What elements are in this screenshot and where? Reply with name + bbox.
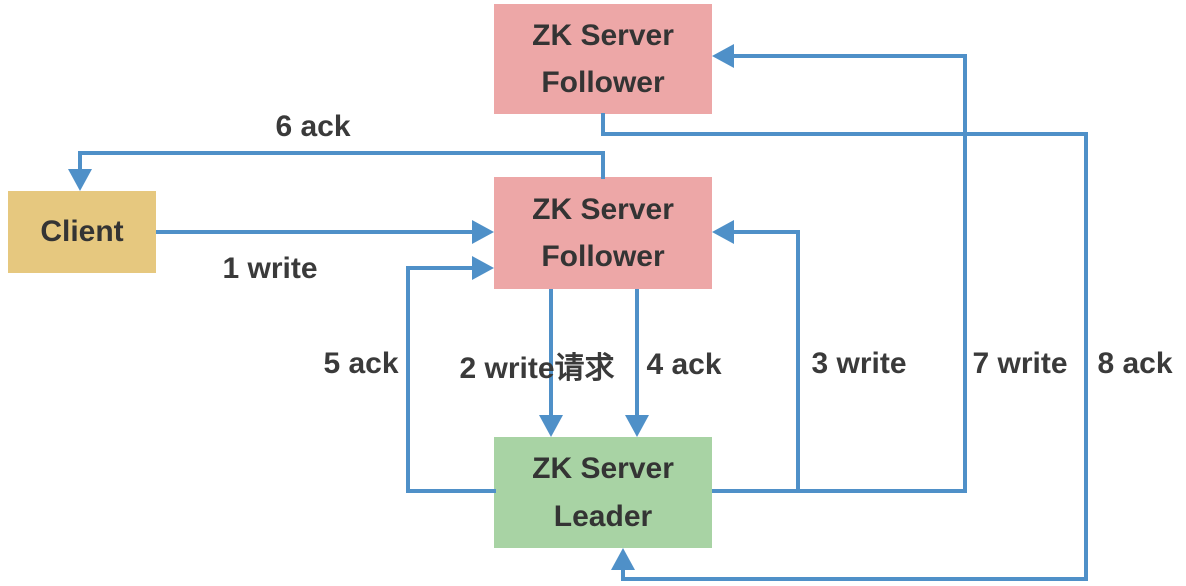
node-label-line2: Follower — [541, 240, 665, 273]
edge-8-ack-vline-right — [1084, 132, 1088, 581]
edge-5-ack-arrowhead — [472, 256, 494, 280]
node-client: Client — [8, 191, 156, 273]
edge-8-ack-vline-end — [621, 566, 625, 579]
edge-label-3-write: 3 write — [811, 347, 907, 380]
edge-label-7-write: 7 write — [972, 347, 1068, 380]
edge-1-write-arrowhead — [472, 220, 494, 244]
edge-2-write-request-arrowhead — [539, 415, 563, 437]
edge-6-ack-hline — [78, 151, 605, 155]
node-zk-server-leader: ZK Server Leader — [494, 437, 712, 548]
edge-label-8-ack: 8 ack — [1097, 347, 1173, 380]
node-zk-server-follower-top: ZK Server Follower — [494, 4, 712, 114]
edge-8-ack-arrowhead — [611, 548, 635, 570]
edge-8-ack-hline-bottom — [621, 577, 1088, 581]
edge-2-write-request-vline — [549, 289, 553, 416]
edge-6-ack-vline-right — [601, 153, 605, 179]
node-zk-server-follower-mid: ZK Server Follower — [494, 177, 712, 289]
edge-5-ack-hline-top — [406, 266, 472, 270]
edge-6-ack-vline-left — [78, 153, 82, 171]
edge-1-write-line — [156, 230, 474, 234]
node-label: Client — [40, 215, 124, 249]
edge-6-ack-arrowhead — [68, 169, 92, 191]
edge-7-write-hline — [734, 54, 967, 58]
edge-label-6-ack: 6 ack — [275, 110, 351, 143]
leader-right-connector-hline — [712, 489, 967, 493]
edge-label-1-write: 1 write — [222, 252, 318, 285]
edge-8-ack-vline-start — [601, 113, 605, 136]
edge-3-write-arrowhead — [712, 220, 734, 244]
edge-4-ack-vline — [635, 289, 639, 416]
node-label-line2: Leader — [553, 499, 653, 533]
node-label-line2: Follower — [541, 66, 665, 99]
node-label-line1: ZK Server — [532, 192, 674, 226]
edge-7-write-arrowhead — [712, 44, 734, 68]
edge-7-write-vline — [963, 54, 967, 493]
edge-5-ack-vline — [406, 266, 410, 493]
edge-5-ack-hline-bottom — [406, 489, 496, 493]
edge-label-4-ack: 4 ack — [646, 348, 722, 381]
edge-label-5-ack: 5 ack — [323, 347, 399, 380]
edge-3-write-vline — [796, 230, 800, 493]
node-label-line1: ZK Server — [532, 18, 674, 52]
node-label-line1: ZK Server — [532, 452, 674, 486]
edge-3-write-hline — [734, 230, 800, 234]
edge-label-2-write-request: 2 write请求 — [459, 352, 615, 385]
edge-8-ack-hline-top — [601, 132, 1088, 136]
edge-4-ack-arrowhead — [625, 415, 649, 437]
